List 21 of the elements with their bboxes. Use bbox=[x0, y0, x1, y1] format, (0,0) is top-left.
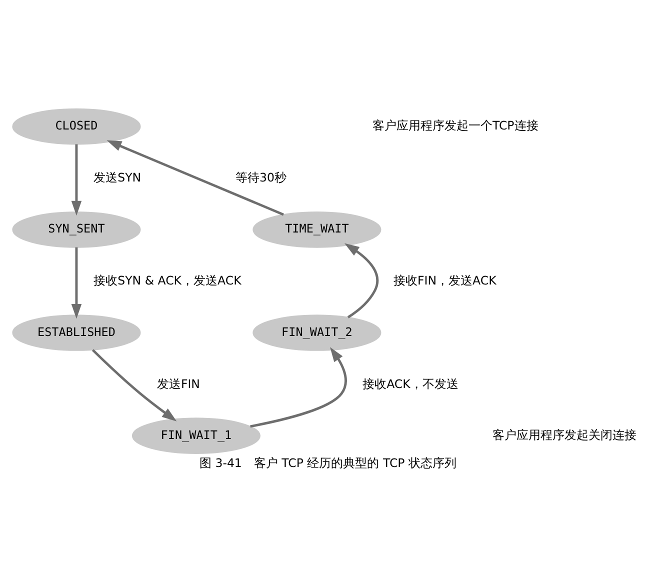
node-ellipse: CLOSED bbox=[12, 108, 141, 145]
arrow bbox=[92, 349, 177, 422]
edge-label: 接收SYN & ACK，发送ACK bbox=[94, 274, 242, 288]
edge-label: 发送SYN bbox=[94, 170, 142, 185]
node-ellipse: FIN_WAIT_2 bbox=[252, 314, 382, 351]
node-ellipse: ESTABLISHED bbox=[12, 314, 141, 351]
edge-label: 接收FIN，发送ACK bbox=[394, 274, 496, 288]
label: 客户应用程序发起关闭连接 bbox=[492, 428, 636, 442]
arrow bbox=[71, 247, 82, 319]
label: 客户应用程序发起一个TCP连接 bbox=[372, 118, 538, 133]
edge-label: 等待30秒 bbox=[235, 170, 286, 185]
arrow bbox=[106, 140, 284, 216]
node-ellipse: SYN_SENT bbox=[12, 212, 141, 248]
node-ellipse: FIN_WAIT_1 bbox=[132, 418, 261, 454]
arrow bbox=[71, 144, 82, 216]
node-ellipse: TIME_WAIT bbox=[252, 212, 382, 248]
edge-label: 发送FIN bbox=[156, 376, 200, 391]
edge-label: 接收ACK，不发送 bbox=[362, 376, 458, 391]
arrow bbox=[344, 243, 379, 318]
arrow bbox=[250, 347, 347, 428]
caption: 图 3-41 客户 TCP 经历的典型的 TCP 状态序列 bbox=[199, 456, 457, 470]
